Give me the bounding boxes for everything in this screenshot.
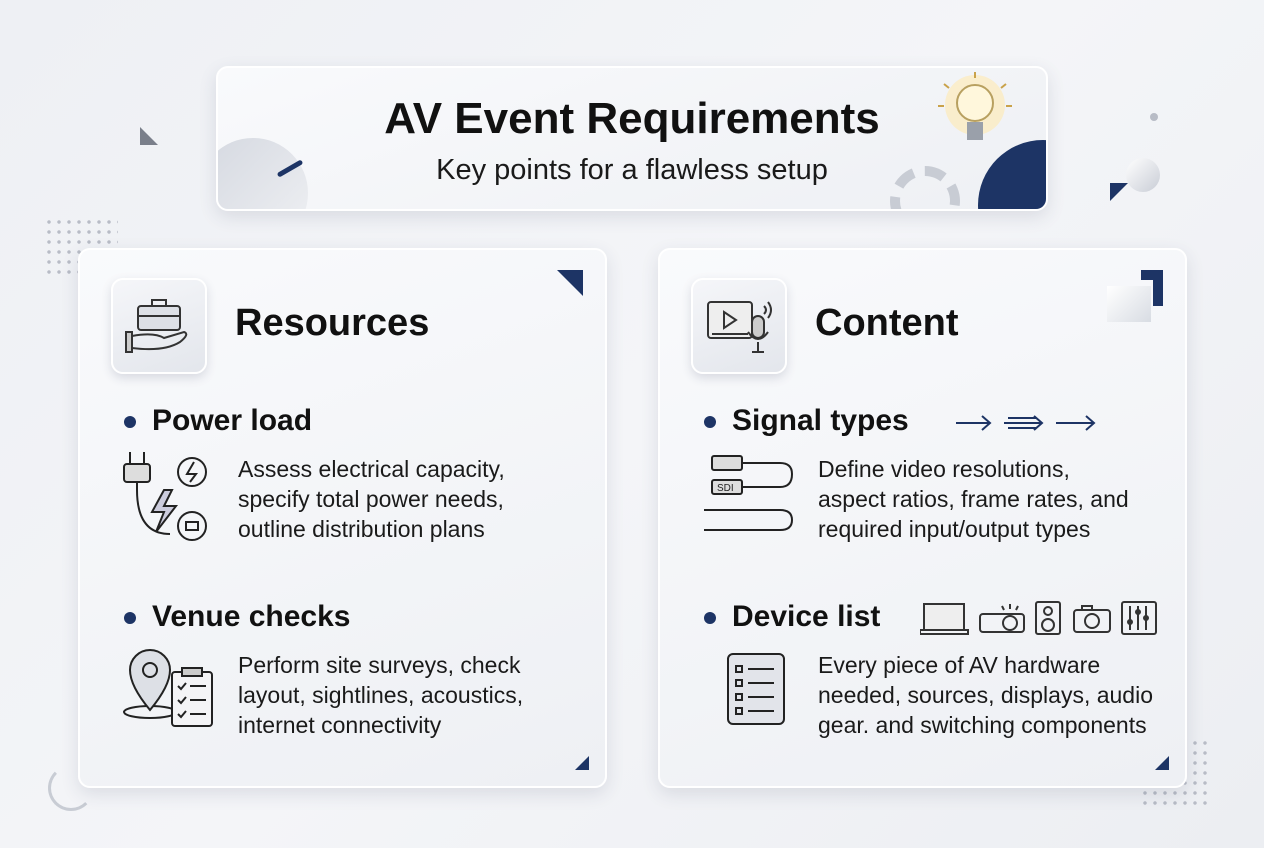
- description-line: gear. and switching components: [818, 712, 1147, 738]
- item-description: Every piece of AV hardware needed, sourc…: [818, 650, 1153, 740]
- mixer-icon: [1121, 601, 1157, 635]
- item-heading: Signal types: [732, 404, 909, 437]
- description-line: Every piece of AV hardware: [818, 652, 1101, 678]
- page-subtitle: Key points for a flawless setup: [436, 154, 828, 186]
- checklist-icon: [726, 652, 786, 731]
- panel-title: Content: [815, 302, 959, 344]
- description-line: aspect ratios, frame rates, and: [818, 486, 1129, 512]
- projector-icon: [979, 604, 1025, 633]
- power-plug-icon: [120, 450, 210, 547]
- item-description: Perform site surveys, check layout, sigh…: [238, 650, 523, 740]
- device-icons-row: [919, 600, 1160, 641]
- bullet-dot: [704, 416, 716, 428]
- description-line: Define video resolutions,: [818, 456, 1070, 482]
- decor-circle: [1126, 158, 1160, 192]
- corner-triangle: [1155, 756, 1169, 770]
- video-microphone-icon: [691, 278, 787, 374]
- corner-triangle: [575, 756, 589, 770]
- panel-title: Resources: [235, 302, 430, 344]
- description-line: needed, sources, displays, audio: [818, 682, 1153, 708]
- description-line: Assess electrical capacity,: [238, 456, 505, 482]
- item-heading: Venue checks: [152, 600, 351, 633]
- gear-icon: [890, 166, 960, 209]
- description-line: specify total power needs,: [238, 486, 504, 512]
- resources-panel: Resources Power load Assess electrical c…: [78, 248, 607, 788]
- corner-bracket: [1141, 270, 1163, 306]
- laptop-icon: [919, 603, 969, 635]
- description-line: required input/output types: [818, 516, 1091, 542]
- header-card: AV Event Requirements Key points for a f…: [216, 66, 1048, 211]
- location-checklist-icon: [120, 646, 216, 735]
- description-line: Perform site surveys, check: [238, 652, 521, 678]
- speaker-icon: [1035, 601, 1061, 635]
- lightbulb-icon: [930, 70, 1020, 170]
- hand-toolbox-icon: [111, 278, 207, 374]
- decor-triangle: [1110, 183, 1128, 201]
- bullet-dot: [124, 416, 136, 428]
- description-line: outline distribution plans: [238, 516, 485, 542]
- item-description: Assess electrical capacity, specify tota…: [238, 454, 505, 544]
- bullet-dot: [124, 612, 136, 624]
- camera-icon: [1073, 605, 1111, 633]
- bullet-dot: [704, 612, 716, 624]
- item-heading: Device list: [732, 600, 881, 633]
- cable-label: SDI: [717, 483, 734, 494]
- item-description: Define video resolutions, aspect ratios,…: [818, 454, 1129, 544]
- cables-icon: SDI: [700, 454, 800, 543]
- description-line: internet connectivity: [238, 712, 442, 738]
- decor-triangle: [140, 127, 158, 145]
- decor-square: [1107, 286, 1151, 322]
- decor-arc: [48, 765, 94, 811]
- decor-dot: [1150, 113, 1158, 121]
- corner-triangle: [557, 270, 583, 296]
- item-heading: Power load: [152, 404, 313, 437]
- description-line: layout, sightlines, acoustics,: [238, 682, 524, 708]
- content-panel: Content Signal types SDI Define video re…: [658, 248, 1187, 788]
- signal-arrows-icon: [952, 408, 1102, 443]
- page-title: AV Event Requirements: [384, 94, 880, 143]
